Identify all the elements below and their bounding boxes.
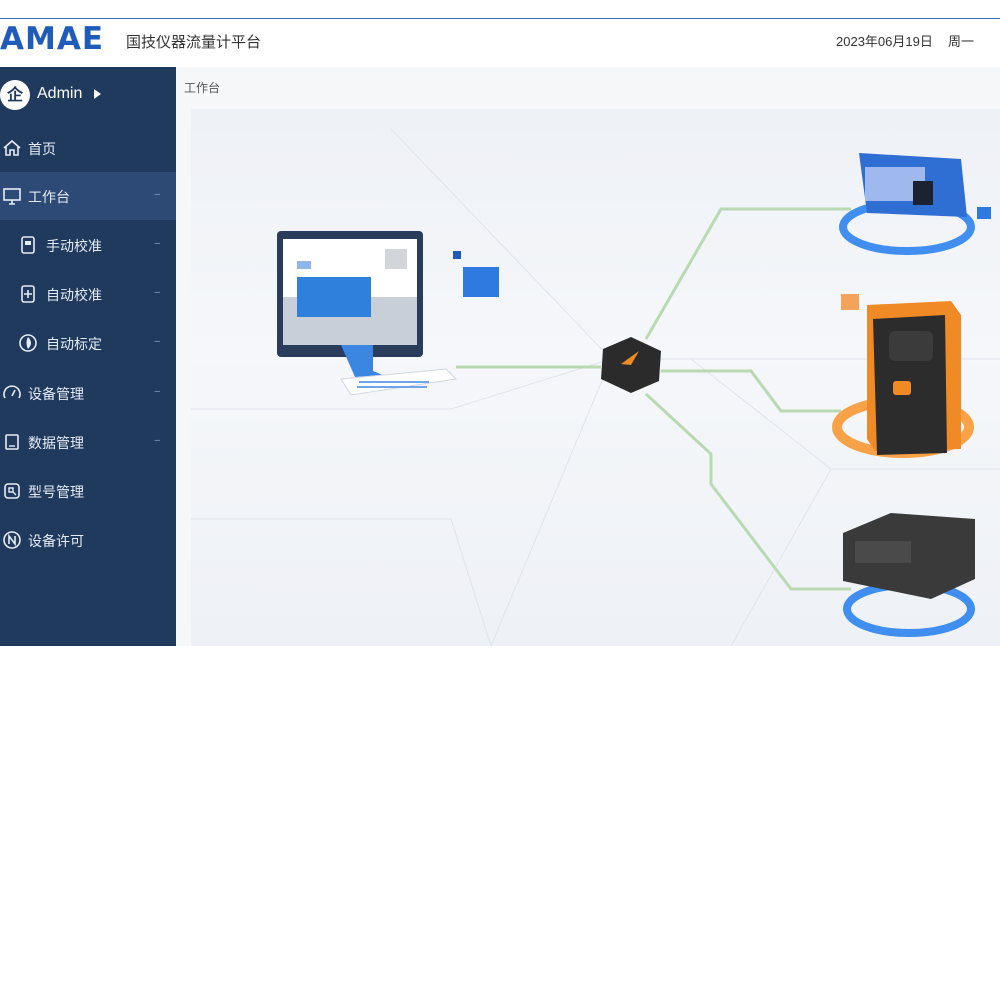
sidebar-item-model-management[interactable]: 型号管理 [0, 467, 176, 515]
connector-lines [456, 207, 851, 591]
sidebar: 企 Admin 首页 工作台 – 手动校准 – 自动校准 – 自动标定 – [0, 67, 176, 646]
current-date: 2023年06月19日 [836, 34, 933, 49]
network-diagram [191, 109, 1000, 646]
sidebar-item-workbench[interactable]: 工作台 – [0, 172, 176, 220]
sidebar-item-device-license[interactable]: 设备许可 [0, 516, 176, 564]
sidebar-item-label: 手动校准 [46, 238, 102, 254]
sidebar-item-auto-calibration[interactable]: 自动校准 – [0, 270, 176, 318]
user-name: Admin [37, 85, 83, 102]
sidebar-item-label: 首页 [28, 141, 56, 157]
breadcrumb: 工作台 [184, 81, 221, 95]
blue-flowmeter-illustration [839, 153, 975, 255]
sidebar-item-label: 数据管理 [28, 435, 84, 451]
app-window: AMAE 国技仪器流量计平台 2023年06月19日 周一 企 Admin 首页… [0, 18, 1000, 646]
sidebar-item-home[interactable]: 首页 [0, 124, 176, 172]
main-content: 工作台 [176, 67, 1000, 646]
orange-flowmeter-illustration [832, 301, 974, 458]
sidebar-item-data-management[interactable]: 数据管理 – [0, 418, 176, 466]
floating-cube [463, 267, 499, 297]
computer-illustration [277, 231, 458, 396]
sidebar-item-auto-target[interactable]: 自动标定 – [0, 319, 176, 367]
sidebar-item-label: 型号管理 [28, 484, 84, 500]
monitor-icon [3, 188, 21, 205]
model-icon [4, 483, 20, 499]
avatar: 企 [0, 80, 30, 110]
home-icon [3, 139, 21, 156]
tablet-icon [5, 434, 19, 450]
sidebar-item-label: 工作台 [28, 189, 70, 205]
chevron-down-icon: – [154, 287, 160, 298]
sidebar-item-label: 设备管理 [28, 386, 84, 402]
network-illustration [191, 128, 1000, 646]
top-header: AMAE 国技仪器流量计平台 2023年06月19日 周一 [0, 19, 1000, 67]
brand-logo: AMAE [0, 21, 105, 57]
sidebar-item-label: 设备许可 [28, 533, 84, 549]
chevron-down-icon: – [154, 386, 160, 397]
floating-cube [977, 207, 991, 219]
chevron-down-icon: – [154, 238, 160, 249]
chevron-down-icon: – [154, 435, 160, 446]
auto-target-icon [19, 334, 37, 352]
chevron-down-icon: – [154, 189, 160, 200]
sidebar-item-label: 自动标定 [46, 336, 102, 352]
floating-cube [841, 294, 859, 310]
current-weekday: 周一 [948, 34, 975, 49]
chevron-down-icon: – [154, 336, 160, 347]
gauge-icon [3, 385, 21, 399]
auto-calibration-icon [21, 285, 35, 303]
sidebar-item-label: 自动校准 [46, 287, 102, 303]
manual-calibration-icon [21, 236, 35, 254]
router-illustration [601, 337, 661, 393]
black-flowmeter-illustration [843, 513, 975, 637]
app-title: 国技仪器流量计平台 [126, 34, 262, 51]
user-menu[interactable]: 企 Admin [0, 79, 176, 115]
floating-cube [453, 251, 461, 259]
caret-right-icon [94, 89, 101, 99]
sidebar-item-manual-calibration[interactable]: 手动校准 – [0, 221, 176, 269]
sidebar-item-device-management[interactable]: 设备管理 – [0, 369, 176, 417]
license-icon [3, 531, 21, 549]
